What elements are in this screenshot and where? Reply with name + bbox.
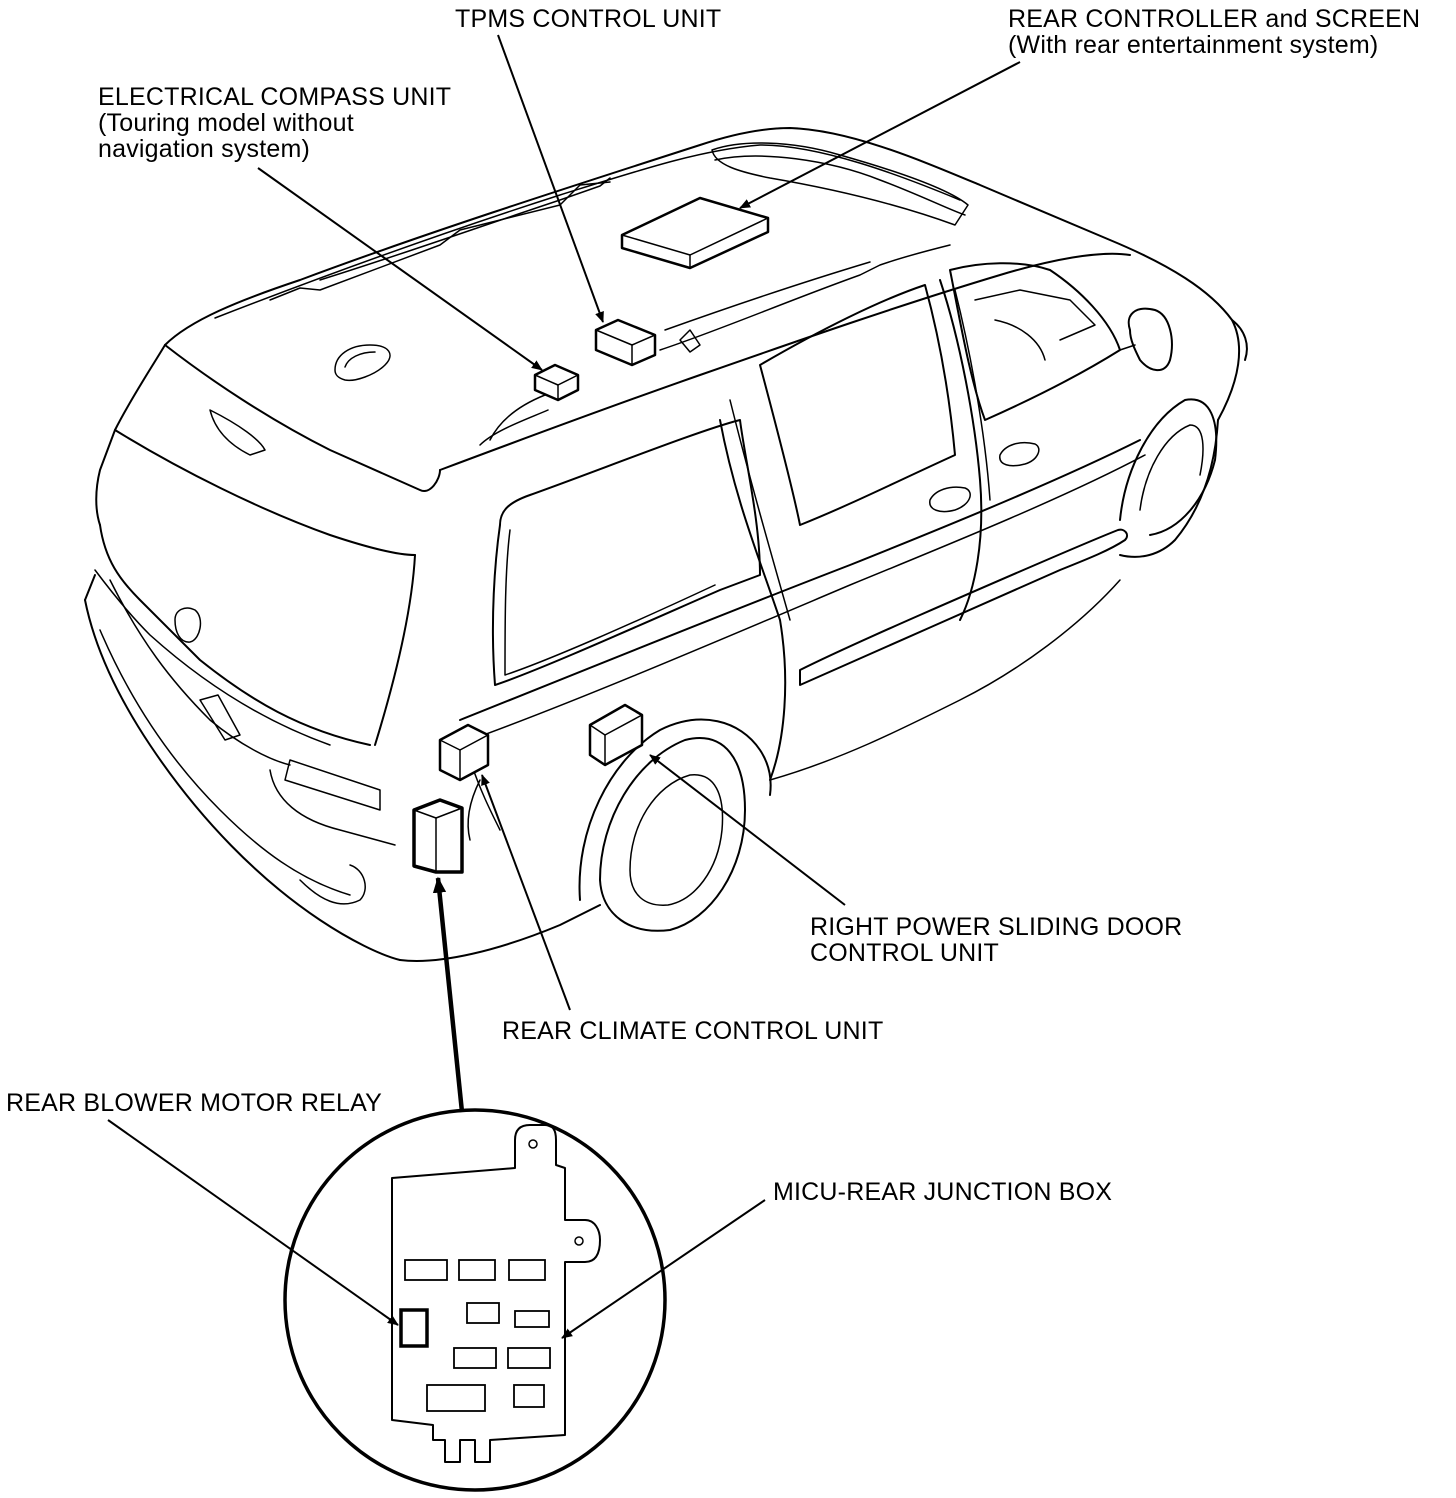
electrical-compass-unit-box <box>533 363 580 402</box>
label-electrical-compass-unit: ELECTRICAL COMPASS UNIT (Touring model w… <box>98 84 451 162</box>
label-blower-relay-line: REAR BLOWER MOTOR RELAY <box>6 1089 382 1117</box>
rear-climate-control-unit-box <box>438 723 490 782</box>
label-junction-box-line: MICU-REAR JUNCTION BOX <box>773 1178 1113 1206</box>
label-rear-blower-motor-relay: REAR BLOWER MOTOR RELAY <box>6 1090 382 1116</box>
minivan-illustration <box>84 127 1248 962</box>
label-right-power-sliding-door: RIGHT POWER SLIDING DOOR CONTROL UNIT <box>810 914 1182 966</box>
label-compass-line-2: (Touring model without <box>98 109 354 137</box>
label-tpms-line: TPMS CONTROL UNIT <box>455 5 722 33</box>
label-compass-line-1: ELECTRICAL COMPASS UNIT <box>98 83 452 111</box>
leader-lines <box>107 34 1021 1339</box>
label-compass-line-3: navigation system) <box>98 135 311 163</box>
sliding-door-control-unit-box <box>588 703 644 767</box>
label-rear-climate-control-unit: REAR CLIMATE CONTROL UNIT <box>502 1018 883 1044</box>
label-rear-controller-line-2: (With rear entertainment system) <box>1008 31 1379 59</box>
label-rear-controller-line-1: REAR CONTROLLER and SCREEN <box>1008 5 1421 33</box>
rear-blower-motor-relay-slot <box>399 1308 429 1348</box>
micu-junction-box-location <box>412 798 464 874</box>
label-sliding-door-line-1: RIGHT POWER SLIDING DOOR <box>810 913 1183 941</box>
label-micu-rear-junction-box: MICU-REAR JUNCTION BOX <box>773 1179 1112 1205</box>
detail-view-circle <box>283 1108 667 1492</box>
label-sliding-door-line-2: CONTROL UNIT <box>810 939 999 967</box>
label-tpms-control-unit: TPMS CONTROL UNIT <box>455 6 721 32</box>
tpms-control-unit-box <box>594 318 657 367</box>
label-rear-climate-line: REAR CLIMATE CONTROL UNIT <box>502 1017 884 1045</box>
micu-junction-box-detail <box>391 1124 601 1463</box>
rear-controller-screen-box <box>620 196 770 270</box>
label-rear-controller-screen: REAR CONTROLLER and SCREEN (With rear en… <box>1008 6 1420 58</box>
